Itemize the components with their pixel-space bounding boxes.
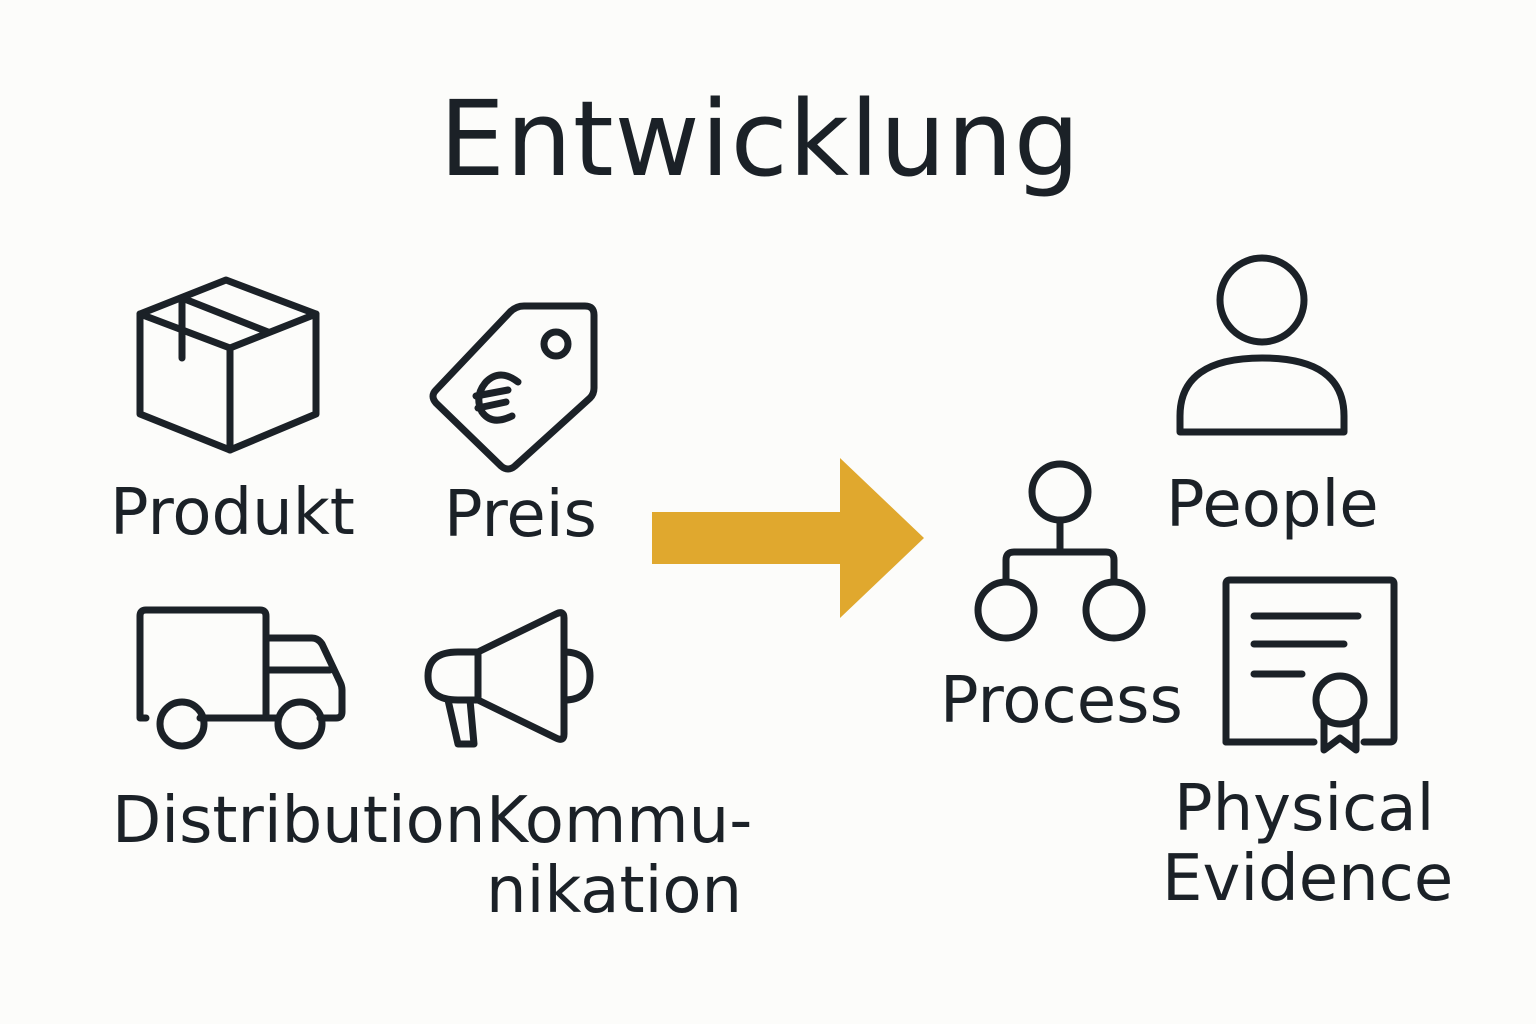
arrow-right-icon: [652, 458, 924, 618]
label-people: People: [1166, 468, 1379, 542]
diagram-title: Entwicklung: [439, 78, 1081, 200]
label-physical-evidence-2: Evidence: [1162, 842, 1454, 916]
label-distribution: Distribution: [112, 784, 486, 858]
label-produkt: Produkt: [110, 476, 355, 550]
label-physical-evidence-1: Physical: [1174, 772, 1435, 846]
label-process: Process: [940, 664, 1183, 738]
certificate-icon: [1222, 576, 1398, 754]
process-hierarchy-icon: [974, 460, 1146, 642]
label-kommunikation-2: nikation: [486, 854, 743, 928]
label-kommunikation-1: Kommu-: [486, 784, 753, 858]
truck-icon: [136, 606, 346, 750]
box-icon: [136, 276, 320, 454]
megaphone-icon: [424, 609, 594, 748]
price-tag-euro-icon: [429, 302, 598, 473]
label-preis: Preis: [444, 478, 597, 552]
person-icon: [1176, 254, 1348, 436]
